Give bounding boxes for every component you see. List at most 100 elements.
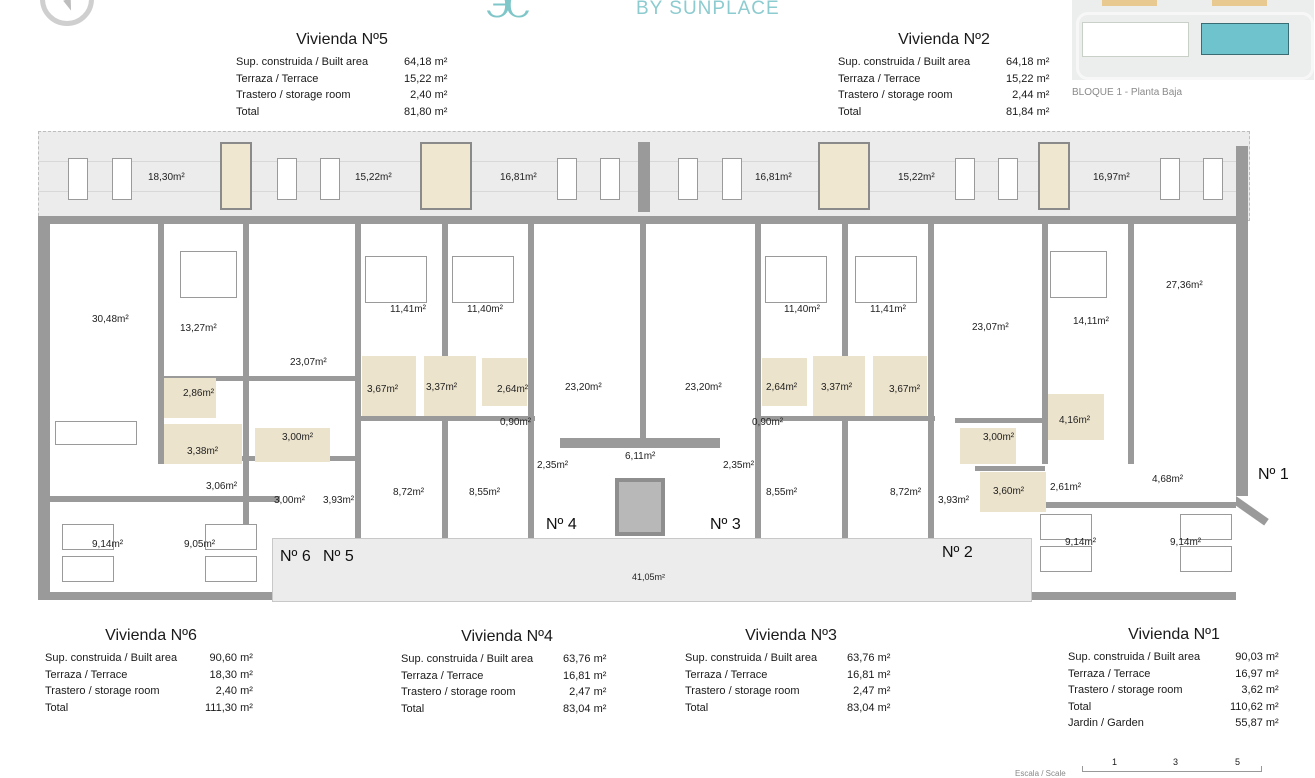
bedroom-area-label: 9,14m²: [92, 539, 124, 550]
unit-title: Vivienda Nº1: [1128, 626, 1220, 643]
room-area-label: 13,27m²: [180, 323, 217, 334]
bed: [205, 556, 257, 582]
terrace-table: [955, 158, 975, 200]
hall-area-label: 4,68m²: [1152, 474, 1184, 485]
scale-tick: 3: [1173, 757, 1179, 767]
unit-title: Vivienda Nº4: [461, 628, 553, 645]
terrace-table: [112, 158, 132, 200]
scale-bar: [1082, 766, 1262, 772]
bed: [1180, 546, 1232, 572]
scale-tick: 5: [1235, 757, 1241, 767]
hall-area-label: 3,93m²: [323, 495, 355, 506]
bath-area-label: 3,37m²: [821, 382, 853, 393]
terrace-area-label: 15,22m²: [355, 172, 392, 183]
bath-area-label: 2,64m²: [497, 384, 529, 395]
entrance-label-3: Nº 3: [710, 516, 741, 533]
unit-spec-v4: Vivienda Nº4 Sup. construida / Built are…: [401, 628, 613, 717]
storage-room: [220, 142, 252, 210]
bathroom: [1048, 394, 1104, 440]
hall-area-label: 3,93m²: [938, 495, 970, 506]
key-plan-caption: BLOQUE 1 - Planta Baja: [1072, 87, 1183, 98]
bathroom: [813, 356, 865, 416]
entrance-label-4: Nº 4: [546, 516, 577, 533]
bed: [855, 256, 917, 303]
terrace-area-label: 16,97m²: [1093, 172, 1130, 183]
terrace-area-label: 15,22m²: [898, 172, 935, 183]
unit-spec-v5: Vivienda Nº5 Sup. construida / Built are…: [236, 31, 448, 120]
terrace-table: [320, 158, 340, 200]
terrace-table: [557, 158, 577, 200]
room-area-label: 23,07m²: [972, 322, 1009, 333]
common-entrance-terrace: [272, 538, 1032, 602]
bed: [1040, 546, 1092, 572]
terrace-table: [1160, 158, 1180, 200]
bath-area-label: 2,86m²: [183, 388, 215, 399]
bed: [1050, 251, 1107, 298]
bath-area-label: 3,00m²: [983, 432, 1015, 443]
bathroom: [164, 424, 242, 464]
block-1-highlight: [1201, 23, 1289, 55]
unit-title: Vivienda Nº2: [898, 31, 990, 48]
bathroom: [980, 472, 1046, 512]
bed: [365, 256, 427, 303]
logo-text: BY SUNPLACE: [636, 0, 780, 19]
bed: [180, 251, 237, 298]
bedroom-area-label: 9,14m²: [1065, 537, 1097, 548]
kitchen-island: [55, 421, 137, 445]
terrace-table: [68, 158, 88, 200]
storage-room: [420, 142, 472, 210]
hall-area-label: 6,11m²: [625, 451, 656, 462]
bedroom-area-label: 8,55m²: [766, 487, 798, 498]
terrace-area-label: 16,81m²: [500, 172, 537, 183]
bed: [1180, 514, 1232, 540]
hall-area-label: 0,90m²: [500, 417, 532, 428]
storage-room: [818, 142, 870, 210]
room-area-label: 11,41m²: [870, 304, 906, 315]
block-2-footprint: [1082, 22, 1189, 57]
bed: [205, 524, 257, 550]
bed: [62, 556, 114, 582]
terrace-area-label: 16,81m²: [755, 172, 792, 183]
hall-area-label: 0,90m²: [752, 417, 784, 428]
entrance-label-1: Nº 1: [1258, 466, 1289, 483]
room-area-label: 23,20m²: [565, 382, 602, 393]
bathroom: [424, 356, 476, 416]
hall-area-label: 3,00m²: [274, 495, 306, 506]
bathroom: [873, 356, 927, 416]
bath-area-label: 3,67m²: [889, 384, 921, 395]
key-plan-map: [1072, 0, 1314, 80]
bathroom: [164, 378, 216, 418]
room-area-label: 27,36m²: [1166, 280, 1203, 291]
terrace-table: [277, 158, 297, 200]
room-area-label: 30,48m²: [92, 314, 129, 325]
unit-title: Vivienda Nº5: [296, 31, 388, 48]
bathroom: [482, 358, 527, 406]
bedroom-area-label: 8,72m²: [393, 487, 425, 498]
scale-tick: 1: [1112, 757, 1118, 767]
bedroom-area-label: 9,05m²: [184, 539, 216, 550]
bed: [1040, 514, 1092, 540]
room-area-label: 11,40m²: [784, 304, 820, 315]
north-compass-icon: [40, 0, 94, 26]
room-area-label: 23,07m²: [290, 357, 327, 368]
bath-area-label: 2,64m²: [766, 382, 798, 393]
stair-elevator-core: [615, 478, 665, 536]
unit-spec-v3: Vivienda Nº3 Sup. construida / Built are…: [685, 627, 897, 716]
bedroom-area-label: 9,14m²: [1170, 537, 1202, 548]
entrance-label-5: Nº 5: [323, 548, 354, 565]
bathroom: [362, 356, 416, 416]
bath-area-label: 4,16m²: [1059, 415, 1091, 426]
hall-area-label: 3,06m²: [206, 481, 238, 492]
bath-area-label: 3,37m²: [426, 382, 458, 393]
terrace-table: [722, 158, 742, 200]
logo-mark: ЭC: [485, 0, 531, 26]
unit-spec-v1: Vivienda Nº1 Sup. construida / Built are…: [1068, 626, 1280, 732]
scale-label: Escala / Scale: [1015, 769, 1066, 778]
hall-area-label: 2,35m²: [723, 460, 755, 471]
terrace-table: [678, 158, 698, 200]
room-area-label: 11,41m²: [390, 304, 426, 315]
storage-room: [1038, 142, 1070, 210]
